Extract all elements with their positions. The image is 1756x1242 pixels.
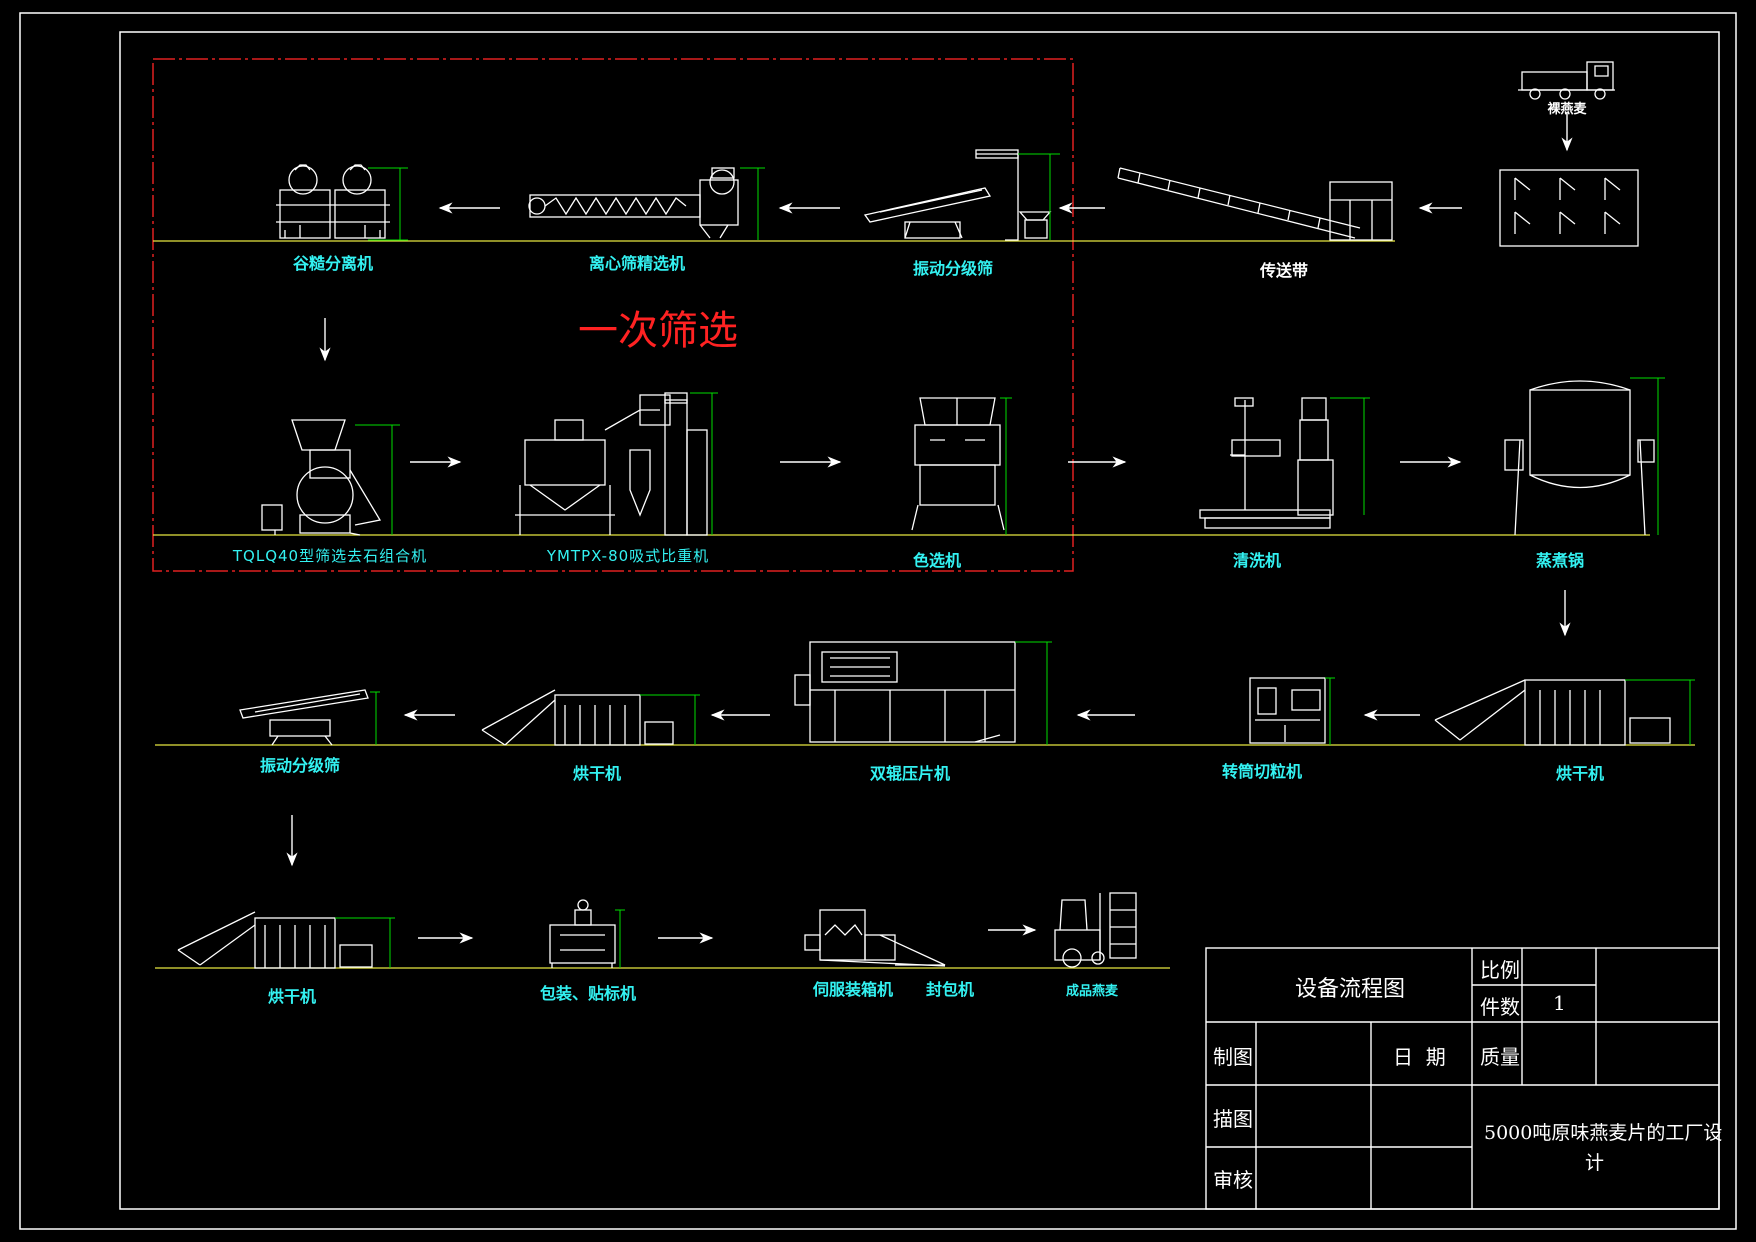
label-vibrating-grader-1: 振动分级筛 bbox=[912, 259, 994, 278]
label-dryer-1: 烘干机 bbox=[572, 764, 622, 783]
label-packing-labeler: 包装、贴标机 bbox=[539, 984, 637, 1003]
conveyor-belt-drawing bbox=[1117, 167, 1393, 241]
centrifugal-sifter-drawing bbox=[528, 167, 739, 239]
packing-labeler-drawing bbox=[549, 899, 616, 968]
silo-grid-drawing bbox=[1499, 169, 1639, 247]
inner-border bbox=[119, 31, 1720, 1210]
drawn-label: 制图 bbox=[1213, 1045, 1253, 1069]
project-name-line1: 5000吨原味燕麦片的工厂设 bbox=[1484, 1122, 1723, 1144]
dimension-lines bbox=[335, 153, 1695, 968]
gravity-separator-drawing bbox=[515, 392, 708, 536]
truck-drawing bbox=[1518, 61, 1615, 100]
washer-drawing bbox=[1199, 397, 1334, 529]
dryer-2-drawing bbox=[1434, 679, 1671, 746]
label-vibrating-grader-2: 振动分级筛 bbox=[259, 756, 341, 775]
title-block bbox=[1205, 947, 1720, 1210]
label-dryer-3: 烘干机 bbox=[267, 987, 317, 1006]
roller-flaker-drawing bbox=[794, 641, 1016, 743]
label-centrifugal-sifter: 离心筛精选机 bbox=[588, 254, 686, 273]
label-bag-sealer: 封包机 bbox=[925, 980, 975, 999]
mass-label: 质量 bbox=[1480, 1045, 1520, 1069]
husk-separator-drawing bbox=[276, 164, 390, 239]
vibrating-grader-1-drawing bbox=[863, 149, 1052, 241]
label-naked-oats: 裸燕麦 bbox=[1547, 102, 1587, 117]
steam-cooker-drawing bbox=[1504, 380, 1655, 536]
review-label: 审核 bbox=[1213, 1168, 1253, 1192]
scale-label: 比例 bbox=[1480, 958, 1520, 982]
count-value: 1 bbox=[1553, 991, 1566, 1015]
vibrating-grader-2-drawing bbox=[239, 689, 369, 746]
date-label: 日 期 bbox=[1393, 1045, 1446, 1069]
label-servo-cartoner: 伺服装箱机 bbox=[812, 980, 894, 999]
destoner-combo-drawing bbox=[261, 419, 382, 536]
servo-cartoner-drawing bbox=[804, 909, 946, 967]
color-sorter-drawing bbox=[911, 397, 1005, 531]
flow-arrows bbox=[286, 112, 1573, 944]
dryer-1-drawing bbox=[481, 689, 674, 746]
label-husk-separator: 谷糙分离机 bbox=[292, 254, 374, 273]
primary-screening-box bbox=[152, 58, 1074, 572]
label-steam-cooker: 蒸煮锅 bbox=[1535, 551, 1585, 570]
label-roller-flaker: 双辊压片机 bbox=[869, 764, 951, 783]
forklift-drawing bbox=[1054, 892, 1137, 968]
label-destoner-combo: TQLQ40型筛选去石组合机 bbox=[232, 547, 428, 565]
label-finished-oats: 成品燕麦 bbox=[1065, 984, 1119, 999]
count-label: 件数 bbox=[1480, 995, 1520, 1019]
traced-label: 描图 bbox=[1213, 1107, 1253, 1131]
drum-granulator-drawing bbox=[1249, 677, 1326, 744]
project-name-line2: 计 bbox=[1585, 1152, 1605, 1174]
label-washer: 清洗机 bbox=[1232, 551, 1282, 570]
drawing-name: 设备流程图 bbox=[1295, 977, 1406, 1002]
label-dryer-2: 烘干机 bbox=[1555, 764, 1605, 783]
label-conveyor-belt: 传送带 bbox=[1259, 261, 1309, 280]
label-gravity-separator: YMTPX-80吸式比重机 bbox=[546, 547, 710, 565]
section-title: 一次筛选 bbox=[578, 308, 738, 354]
ground-lines bbox=[153, 240, 1695, 969]
dryer-3-drawing bbox=[177, 911, 373, 969]
outer-border bbox=[19, 12, 1737, 1230]
label-color-sorter: 色选机 bbox=[912, 551, 962, 570]
label-drum-granulator: 转筒切粒机 bbox=[1221, 762, 1303, 781]
